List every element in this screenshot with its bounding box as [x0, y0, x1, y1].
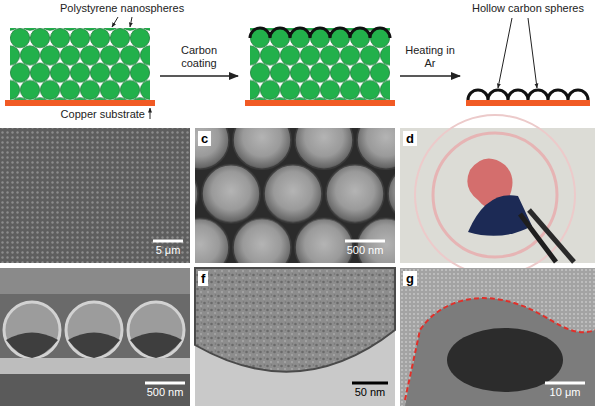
- polystyrene-spheres: [10, 28, 150, 100]
- scale-bar: [545, 382, 585, 385]
- copper-substrate: [466, 100, 590, 106]
- scale-bar-label: 5 μm: [156, 244, 181, 257]
- panel-letter: c: [198, 131, 211, 146]
- process-arrow: [160, 75, 238, 77]
- leader-line: [112, 17, 118, 27]
- leader-line: [528, 18, 537, 88]
- leader-line: [150, 108, 151, 119]
- copper-substrate: [5, 100, 155, 106]
- hollow-carbon-shells: [468, 90, 588, 100]
- edge-trace: [405, 298, 595, 400]
- stage-hollow: [466, 90, 590, 106]
- panel-letter: g: [403, 271, 417, 286]
- process-step-label: Heating in Ar: [400, 44, 460, 70]
- sem-panel-cross-section: [0, 268, 190, 406]
- carbon-coating-layer: [250, 28, 390, 38]
- scale-bar-label: 50 nm: [355, 386, 386, 399]
- tem-panel: [195, 268, 395, 406]
- panel-letter: f: [198, 271, 208, 286]
- process-arrow: [400, 75, 460, 77]
- scale-bar: [145, 382, 185, 385]
- scale-bar-label: 500 nm: [347, 244, 384, 257]
- scale-bar-label: 10 μm: [550, 386, 581, 399]
- stage-coated: [245, 28, 395, 106]
- leader-line: [498, 18, 512, 88]
- sem-panel-spheres: [195, 128, 395, 263]
- copper-substrate: [245, 100, 395, 106]
- scale-bar: [352, 382, 388, 385]
- leader-line: [130, 17, 132, 27]
- component-label: Copper substrate: [61, 108, 145, 121]
- scale-bar-label: 500 nm: [147, 386, 184, 399]
- component-label: Polystyrene nanospheres: [60, 2, 184, 15]
- scale-bar: [345, 240, 385, 243]
- tweezers: [529, 210, 574, 262]
- process-step-label: Carbon coating: [168, 44, 230, 70]
- sem-panel-membrane: [400, 268, 595, 406]
- component-label: Hollow carbon spheres: [472, 2, 584, 15]
- polystyrene-spheres: [250, 28, 390, 100]
- panel-letter: d: [403, 131, 417, 146]
- sem-panel-top-view: [0, 128, 190, 263]
- stage-template: [5, 28, 155, 106]
- scale-bar: [153, 240, 183, 243]
- photo-panel: [400, 115, 595, 275]
